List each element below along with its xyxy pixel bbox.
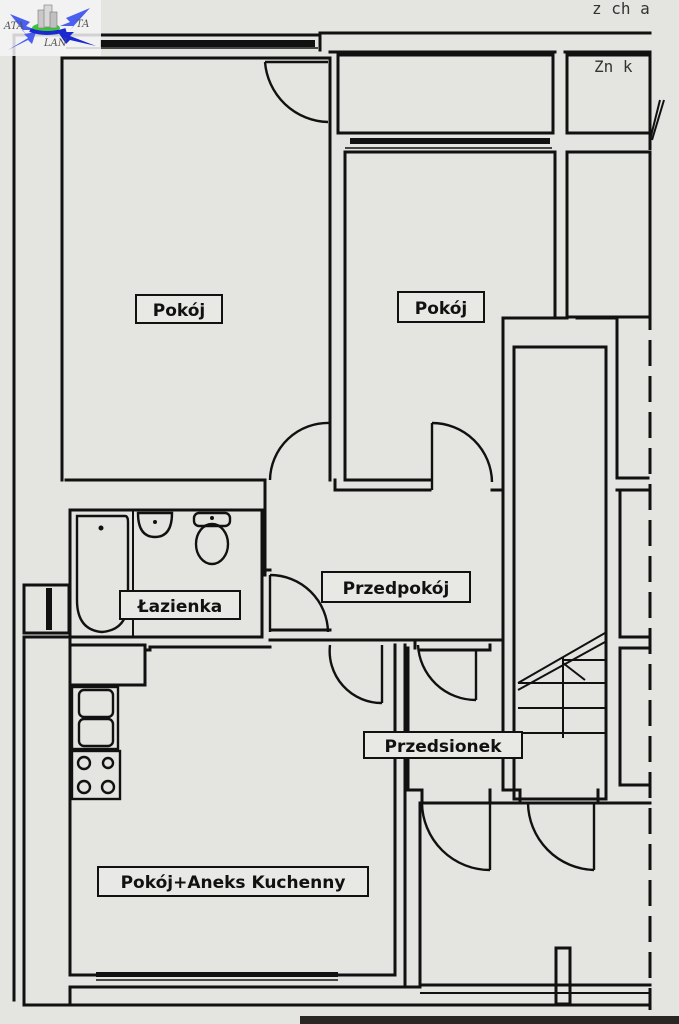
room-label-bathroom: Łazienka: [137, 597, 223, 617]
stairs: [517, 632, 606, 738]
logo-text-bottom: LAN: [44, 38, 67, 49]
door-arc-entrance-1: [420, 802, 491, 872]
room-label-pokoj-2: Pokój: [415, 299, 468, 319]
logo-icon: [8, 4, 96, 50]
window-bottom: [96, 972, 338, 977]
door-arc-vestibule: [416, 644, 477, 702]
door-arc-kitchen: [328, 644, 383, 705]
logo-text-left: ATA: [4, 21, 25, 32]
sink-icon: [136, 511, 174, 539]
room-label-vestibule: Przedsionek: [385, 737, 503, 757]
stairwell: [501, 52, 652, 1010]
window-top-left: [100, 40, 315, 47]
watermark-logo: ATA TA LAN: [0, 0, 101, 56]
shaft: [22, 583, 71, 635]
room-label-pokoj-1: Pokój: [153, 301, 206, 321]
room-vestibule: Przedsionek: [363, 638, 652, 1006]
door-arc-room1: [268, 421, 331, 481]
room-pokoj-1: Pokój: [64, 56, 332, 482]
sink-basin-icon: [77, 717, 115, 748]
kitchen-counter: [70, 685, 120, 751]
room-label-hallway: Przedpokój: [343, 579, 450, 599]
window-room2: [350, 138, 550, 144]
fragment-stroke: [649, 99, 665, 141]
fragment-text-zn: Zn k: [594, 57, 633, 76]
door-arc-room2: [431, 421, 494, 483]
door-arc-room1-top: [263, 61, 329, 124]
logo-text-right: TA: [76, 19, 90, 30]
door-arc-bathroom: [269, 573, 330, 633]
photo-edge-shadow: [300, 1016, 679, 1024]
storage-top: [336, 53, 652, 319]
post: [554, 946, 572, 1006]
toilet-bowl-icon: [194, 522, 230, 566]
door-arc-entrance-2: [526, 802, 595, 872]
stove-icon: [70, 749, 122, 801]
sink-basin-icon: [77, 688, 115, 719]
fragment-text-top: z ch a: [592, 0, 650, 18]
room-hallway: Przedpokój: [263, 478, 505, 647]
toilet-tank-icon: [192, 511, 232, 528]
room-label-kitchen: Pokój+Aneks Kuchenny: [121, 873, 346, 893]
room-pokoj-2: Pokój: [268, 150, 557, 492]
room-kitchen: Pokój+Aneks Kuchenny: [22, 635, 652, 1007]
room-bathroom: Łazienka: [22, 508, 272, 639]
bathtub-icon: [75, 514, 130, 634]
